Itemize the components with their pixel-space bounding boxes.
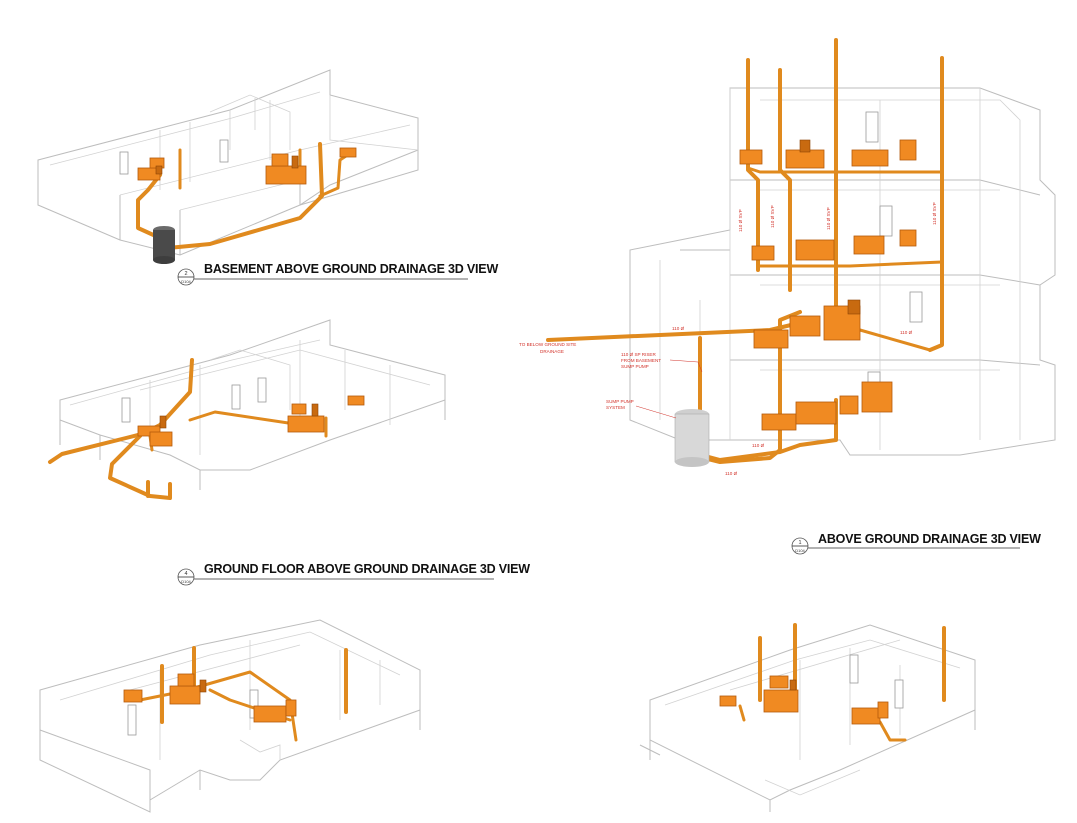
overall-3d-view: TO BELOW GROUND SITE DRAINAGE 110 Ø SP R… <box>519 38 1056 555</box>
view-tag-sheet: D104 <box>181 579 191 584</box>
first-floor-3d-view <box>39 619 421 813</box>
annotation-dim-low: 110 Ø <box>752 443 765 448</box>
ground-floor-3d-view: 4 D104 GROUND FLOOR ABOVE GROUND DRAINAG… <box>48 319 530 586</box>
annotation-riser-line3: SUMP PUMP <box>621 364 649 369</box>
annotation-stack-label: 110 Ø SVP <box>826 207 831 230</box>
view-tag-sheet: D104 <box>795 548 805 553</box>
annotation-stack-label: 110 Ø SVP <box>770 205 775 228</box>
annotation-dim-base: 110 Ø <box>725 471 738 476</box>
annotation-to-site-line2: DRAINAGE <box>540 349 564 354</box>
annotation-dim-main: 110 Ø <box>672 326 685 331</box>
annotation-dim-right: 110 Ø <box>900 330 913 335</box>
view-tag-sheet: D104 <box>181 279 191 284</box>
view-tag-number: 1 <box>798 540 801 546</box>
annotation-to-site-line1: TO BELOW GROUND SITE <box>519 342 576 347</box>
view-title: BASEMENT ABOVE GROUND DRAINAGE 3D VIEW <box>204 262 498 276</box>
annotation-riser-line1: 110 Ø SP RISER <box>621 352 656 357</box>
second-floor-3d-view <box>639 623 976 812</box>
view-title: ABOVE GROUND DRAINAGE 3D VIEW <box>818 532 1041 546</box>
view-tag-number: 4 <box>184 571 187 577</box>
annotation-sump-line2: SYSTEM <box>606 405 625 410</box>
annotation-stack-label: 110 Ø SVP <box>738 209 743 232</box>
annotation-sump-line1: SUMP PUMP <box>606 399 634 404</box>
view-tag-number: 2 <box>184 271 187 277</box>
annotation-riser-line2: FROM BASEMENT <box>621 358 661 363</box>
view-title: GROUND FLOOR ABOVE GROUND DRAINAGE 3D VI… <box>204 562 530 576</box>
basement-3d-view: 2 D104 BASEMENT ABOVE GROUND DRAINAGE 3D… <box>37 69 499 286</box>
annotation-stack-label: 110 Ø SVP <box>932 202 937 225</box>
